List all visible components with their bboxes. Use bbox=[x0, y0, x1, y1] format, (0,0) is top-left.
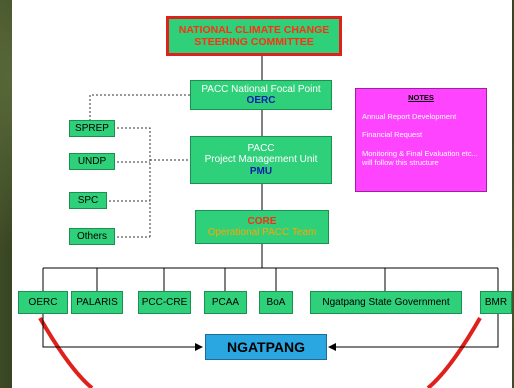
member-ngatpang-state-gov: Ngatpang State Government bbox=[310, 291, 462, 314]
member-bmr: BMR bbox=[480, 291, 512, 314]
member-palaris: PALARIS bbox=[71, 291, 123, 314]
steering-line1: NATIONAL CLIMATE CHANGE bbox=[178, 23, 330, 36]
member-boa: BoA bbox=[259, 291, 293, 314]
note-item: Annual Report Development bbox=[362, 111, 457, 121]
pmu-line2: Project Management Unit bbox=[204, 154, 318, 166]
pmu-line3: PMU bbox=[249, 165, 273, 177]
core-line1: CORE bbox=[247, 215, 277, 227]
note-item: Financial Request bbox=[362, 130, 423, 140]
focal-line2: OERC bbox=[246, 95, 276, 106]
red-arc-right bbox=[426, 317, 482, 388]
member-pcaa: PCAA bbox=[204, 291, 247, 314]
steering-committee-box: NATIONAL CLIMATE CHANGE STEERING COMMITT… bbox=[166, 16, 342, 56]
arrow-left bbox=[42, 314, 196, 348]
focal-point-box: PACC National Focal Point OERC bbox=[190, 80, 332, 110]
core-line2: Operational PACC Team bbox=[207, 227, 317, 238]
dash-focal-sprep bbox=[89, 94, 190, 128]
arrow-right bbox=[336, 314, 499, 348]
member-oerc: OERC bbox=[18, 291, 68, 314]
member-pcc-cre: PCC-CRE bbox=[138, 291, 191, 314]
partner-sprep: SPREP bbox=[69, 120, 115, 137]
steering-line2: STEERING COMMITTEE bbox=[194, 36, 314, 48]
focal-line1: PACC National Focal Point bbox=[201, 83, 321, 95]
partner-others: Others bbox=[69, 228, 115, 245]
target-ngatpang-box: NGATPANG bbox=[205, 334, 327, 360]
dash-partner-column bbox=[85, 127, 151, 237]
notes-box: NOTES Annual Report Development Financia… bbox=[355, 88, 487, 192]
core-box: CORE Operational PACC Team bbox=[195, 210, 329, 244]
note-item: Monitoring & Final Evaluation etc... wil… bbox=[362, 148, 478, 167]
pmu-box: PACC Project Management Unit PMU bbox=[190, 136, 332, 184]
partner-undp: UNDP bbox=[69, 153, 115, 170]
red-arc-left bbox=[38, 317, 94, 388]
partner-spc: SPC bbox=[69, 192, 107, 209]
pmu-line1: PACC bbox=[247, 142, 275, 154]
notes-title: NOTES bbox=[408, 93, 434, 102]
